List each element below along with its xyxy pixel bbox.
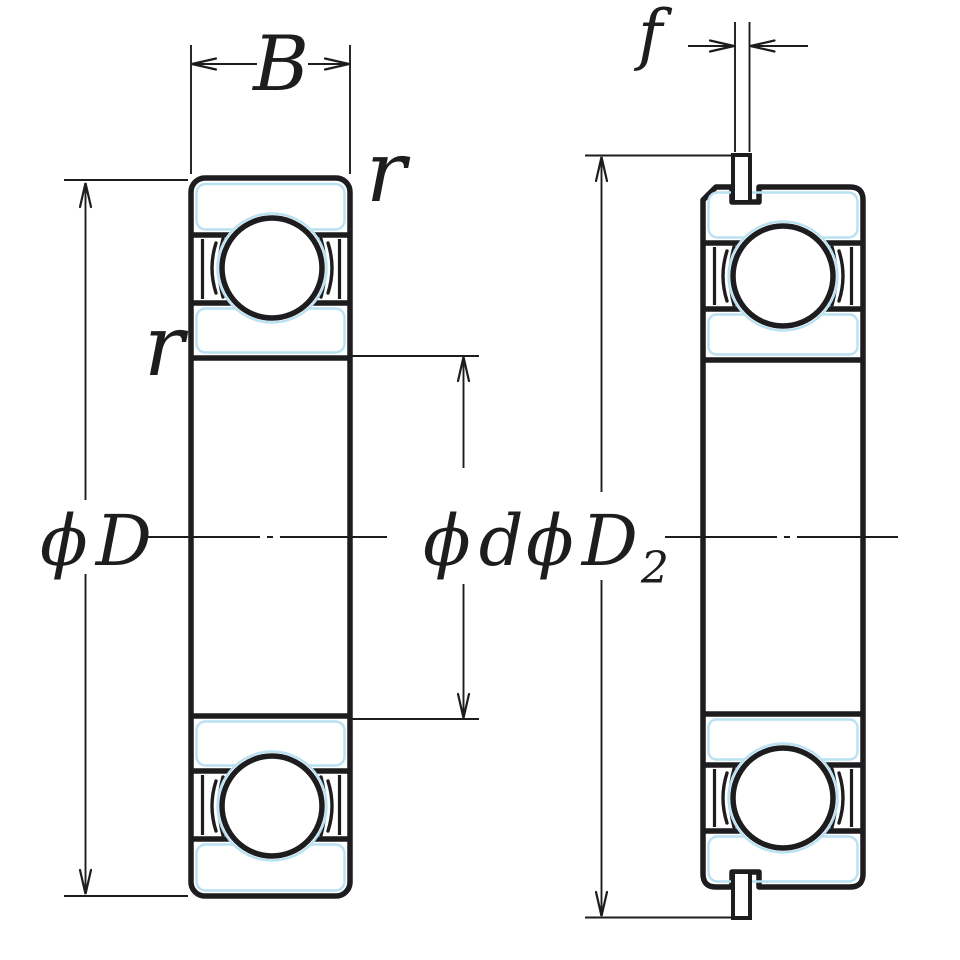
d-outer-arrow-down [78, 868, 93, 895]
dimension-width-B: B [190, 19, 351, 174]
f-arrow-left [708, 39, 735, 53]
snap-ring-tab-top [731, 153, 752, 204]
right-top-ball [730, 223, 836, 329]
b-arrow-left [191, 57, 218, 71]
f-arrow-right [750, 39, 776, 53]
left-race-shoulders [200, 239, 342, 835]
corner-radius-label-left: r [144, 297, 189, 395]
snap-ring-width-label: f [633, 0, 673, 73]
d-bore-arrow-down [456, 692, 471, 719]
d2-arrow-down [594, 890, 609, 917]
right-bottom-ball [730, 745, 836, 851]
d-bore-arrow-up [456, 356, 471, 383]
left-top-ball [219, 215, 325, 321]
b-arrow-right [323, 57, 350, 71]
snap-ring-tab-bottom [731, 870, 752, 920]
dimension-snap-ring-width-f: f [633, 0, 808, 152]
corner-radius-label-top-right: r [366, 123, 411, 221]
d2-arrow-up [594, 156, 609, 183]
right-race-shoulders [712, 247, 854, 827]
left-bottom-ball [219, 753, 325, 859]
right-bearing-view [665, 153, 898, 920]
left-bearing-view [148, 175, 387, 899]
width-label: B [251, 19, 309, 108]
d-outer-arrow-up [78, 182, 93, 209]
